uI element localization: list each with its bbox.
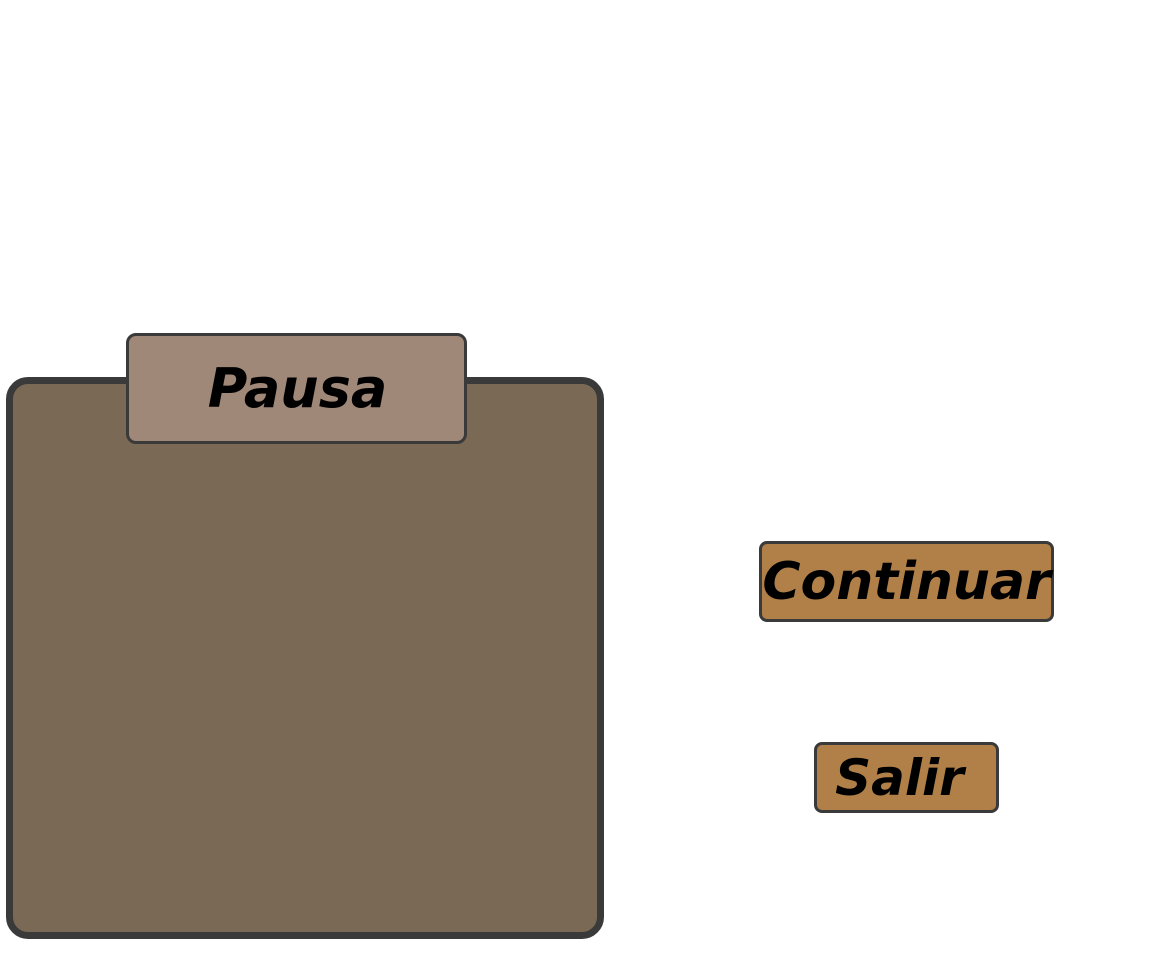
pause-title: Pausa xyxy=(207,357,388,420)
pause-panel xyxy=(6,377,604,939)
exit-button[interactable]: Salir xyxy=(814,742,999,813)
continue-button-label: Continuar xyxy=(762,551,1051,612)
continue-button[interactable]: Continuar xyxy=(759,541,1054,622)
pause-title-tab: Pausa xyxy=(126,333,467,444)
exit-button-label: Salir xyxy=(835,748,964,807)
